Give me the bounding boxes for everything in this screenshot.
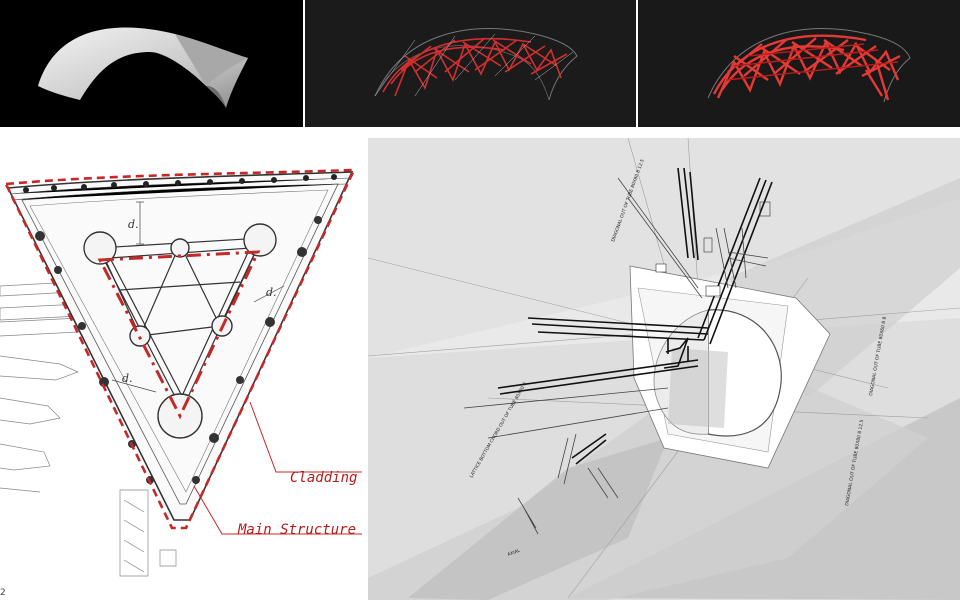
annotation-axial: AXIAL: [507, 548, 522, 558]
shell-render-lattice-light-graphic: [374, 28, 578, 101]
dimension-label-left: d.: [122, 372, 133, 385]
shell-render-lattice-light: [305, 0, 636, 127]
section-drawing: d. d. d. Cladding Main Structure: [0, 140, 364, 600]
page-number: 2: [0, 588, 6, 598]
cladding-callout: Cladding: [290, 470, 357, 486]
shell-render-lattice-dense: [638, 0, 960, 127]
main-structure-callout: Main Structure: [237, 522, 356, 538]
dimension-label-top: d.: [128, 218, 139, 231]
dimension-label-right: d.: [266, 286, 277, 299]
shell-render-solid: [0, 0, 303, 127]
shell-render-lattice-dense-graphic: [707, 28, 911, 103]
section-drawing-graphic: d. d. d. Cladding Main Structure: [0, 168, 362, 577]
node-detail-graphic: DIAGONAL OUT OF TUBE 80X80 8 12.5 LATTIC…: [368, 138, 960, 600]
node-detail-render: DIAGONAL OUT OF TUBE 80X80 8 12.5 LATTIC…: [368, 138, 960, 600]
shell-render-solid-graphic: [38, 27, 248, 108]
